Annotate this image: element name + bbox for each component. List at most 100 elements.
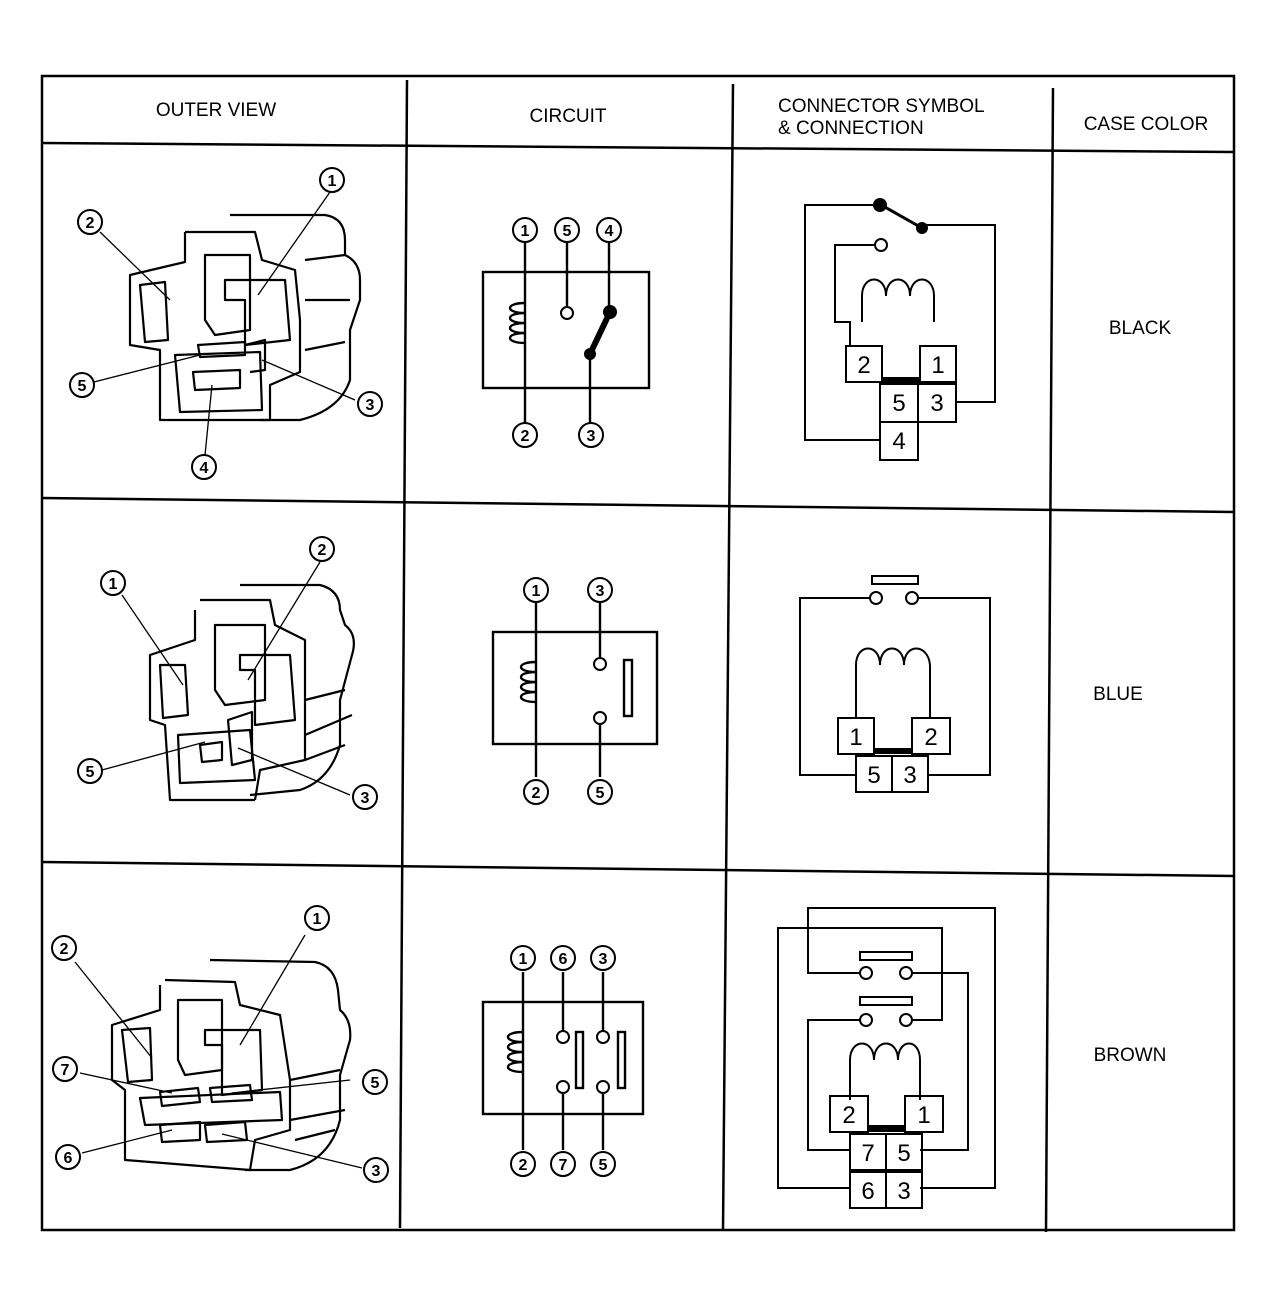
- svg-text:5: 5: [599, 1157, 608, 1174]
- circuit-3: [481, 972, 645, 1150]
- svg-text:1: 1: [109, 576, 118, 593]
- table-grid: [40, 74, 1236, 1233]
- svg-text:2: 2: [86, 215, 95, 232]
- header-connector-line2: & CONNECTION: [778, 118, 924, 139]
- case-color-blue: BLUE: [1093, 684, 1143, 705]
- outer-view-relay-1: [128, 213, 362, 422]
- svg-text:5: 5: [563, 223, 572, 240]
- svg-text:6: 6: [559, 951, 568, 968]
- outer-view-leaders-1: [89, 191, 356, 456]
- connector-3-marks: [859, 966, 913, 1132]
- connector-3-box: 5: [897, 1140, 910, 1167]
- svg-text:3: 3: [596, 583, 605, 600]
- case-color-brown: BROWN: [1094, 1045, 1167, 1066]
- pin-callout: 2: [309, 536, 335, 562]
- pin-callout: 7: [52, 1056, 78, 1082]
- svg-text:3: 3: [372, 1163, 381, 1180]
- header-connector-line1: CONNECTOR SYMBOL: [778, 96, 985, 117]
- connector-1-box: 3: [930, 390, 943, 417]
- svg-text:3: 3: [587, 428, 596, 445]
- pin-callout: 1: [304, 905, 330, 931]
- pin-callout: 1: [100, 570, 126, 596]
- pin-callout: 3: [590, 945, 616, 971]
- case-color-black: BLACK: [1109, 318, 1172, 339]
- pin-callout: 1: [510, 945, 536, 971]
- svg-text:2: 2: [60, 941, 69, 958]
- connector-2-box: 2: [924, 724, 937, 751]
- pin-callout: 6: [550, 945, 576, 971]
- connector-2-box: 3: [903, 762, 916, 789]
- connector-2: [799, 575, 991, 793]
- connector-1-box: 1: [931, 352, 944, 379]
- connector-2-marks: [869, 591, 919, 754]
- svg-text:3: 3: [361, 790, 370, 807]
- outer-view-leaders-3: [74, 934, 363, 1169]
- pin-callout: 2: [51, 935, 77, 961]
- connector-3-box: 2: [842, 1102, 855, 1129]
- pin-callout: 5: [554, 217, 580, 243]
- svg-text:2: 2: [519, 1157, 528, 1174]
- pin-callout: 7: [550, 1151, 576, 1177]
- pin-callout: 5: [69, 372, 95, 398]
- connector-3-box: 6: [861, 1178, 874, 1205]
- svg-text:7: 7: [61, 1062, 70, 1079]
- pin-callout: 1: [523, 577, 549, 603]
- connector-2-box: 5: [867, 762, 880, 789]
- pin-callout: 1: [319, 167, 345, 193]
- pin-callout: 2: [510, 1151, 536, 1177]
- circuit-2-contacts: [593, 657, 607, 725]
- svg-text:4: 4: [200, 460, 209, 477]
- pin-callout: 3: [578, 422, 604, 448]
- svg-text:5: 5: [371, 1075, 380, 1092]
- pin-callout: 3: [363, 1157, 389, 1183]
- circuit-2: [491, 603, 659, 777]
- pin-callout: 5: [587, 779, 613, 805]
- pin-callout: 3: [352, 784, 378, 810]
- pin-callout: 6: [55, 1144, 81, 1170]
- pin-callout: 2: [523, 779, 549, 805]
- connector-3-box: 1: [917, 1102, 930, 1129]
- pin-callout: 5: [590, 1151, 616, 1177]
- connector-1: [804, 204, 996, 461]
- circuit-3-contacts: [556, 1030, 610, 1094]
- connector-3-box: 3: [897, 1178, 910, 1205]
- pin-callout: 3: [587, 577, 613, 603]
- pin-callout: 3: [357, 391, 383, 417]
- circuit-1-contacts: [560, 305, 617, 360]
- pin-callout: 5: [77, 758, 103, 784]
- connector-3-box: 7: [861, 1140, 874, 1167]
- svg-text:1: 1: [328, 173, 337, 190]
- svg-text:1: 1: [521, 223, 530, 240]
- header-circuit: CIRCUIT: [529, 106, 606, 127]
- outer-view-relay-2: [148, 583, 355, 802]
- outer-view-leaders-2: [101, 561, 351, 796]
- svg-text:3: 3: [599, 951, 608, 968]
- svg-text:2: 2: [521, 428, 530, 445]
- pin-callout: 5: [362, 1069, 388, 1095]
- header-case-color: CASE COLOR: [1084, 114, 1209, 135]
- svg-text:2: 2: [318, 542, 327, 559]
- circuit-1: [481, 243, 651, 423]
- pin-callout: 4: [596, 217, 622, 243]
- outer-view-relay-3: [110, 958, 352, 1172]
- svg-text:5: 5: [596, 785, 605, 802]
- svg-text:5: 5: [78, 378, 87, 395]
- pin-callout: 4: [191, 454, 217, 480]
- svg-text:6: 6: [64, 1150, 73, 1167]
- svg-text:4: 4: [605, 223, 614, 240]
- connector-1-marks: [873, 198, 928, 383]
- svg-text:1: 1: [313, 911, 322, 928]
- pin-callout: 2: [512, 422, 538, 448]
- connector-2-box: 1: [849, 724, 862, 751]
- connector-1-box: 2: [857, 352, 870, 379]
- connector-3: [777, 907, 996, 1209]
- svg-text:3: 3: [366, 397, 375, 414]
- pin-callout: 2: [77, 209, 103, 235]
- header-outer-view: OUTER VIEW: [156, 100, 276, 121]
- svg-text:2: 2: [532, 785, 541, 802]
- svg-text:5: 5: [86, 764, 95, 781]
- svg-text:1: 1: [532, 583, 541, 600]
- svg-text:7: 7: [559, 1157, 568, 1174]
- pin-callout: 1: [512, 217, 538, 243]
